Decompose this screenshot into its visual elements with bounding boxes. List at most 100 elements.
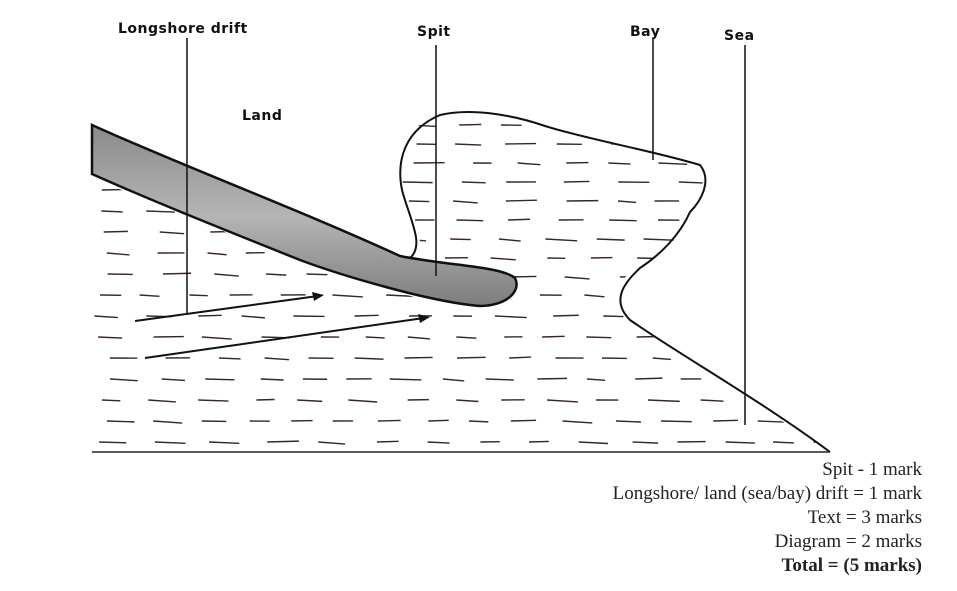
water-dash: [376, 440, 399, 443]
water-dash: [553, 314, 579, 317]
mark-total: Total = (5 marks): [781, 555, 923, 576]
water-dash: [709, 144, 740, 145]
water-dash: [201, 336, 232, 340]
mark-line: Diagram = 2 marks: [774, 531, 922, 552]
water-dash: [264, 357, 290, 361]
water-dash: [459, 123, 482, 126]
water-dash: [682, 293, 709, 296]
water-dash: [648, 252, 680, 255]
water-dash: [365, 336, 385, 339]
water-dash: [494, 315, 527, 319]
water-dash: [827, 314, 830, 317]
water-dash: [633, 272, 660, 275]
label-bay: Bay: [630, 24, 660, 40]
mark-scheme: Spit - 1 mark Longshore/ land (sea/bay) …: [613, 458, 922, 578]
water-dash: [205, 378, 235, 381]
water-dash: [154, 441, 186, 444]
water-dash: [790, 294, 814, 297]
water-dash: [94, 315, 118, 319]
water-dash: [617, 200, 637, 204]
water-dash: [509, 356, 532, 359]
water-dash: [490, 257, 516, 261]
water-dash: [632, 441, 659, 444]
water-dash: [536, 273, 561, 277]
water-dash: [693, 315, 715, 318]
water-dash: [297, 399, 323, 403]
water-dash: [517, 162, 541, 166]
water-dash: [772, 441, 794, 444]
water-dash: [828, 231, 830, 235]
water-dash: [537, 377, 568, 380]
water-dash: [101, 399, 121, 402]
water-dash: [615, 420, 641, 423]
water-dash: [635, 377, 663, 380]
water-dash: [645, 315, 668, 318]
water-dash: [457, 230, 477, 233]
water-dash: [218, 357, 241, 360]
water-dash: [645, 124, 673, 128]
water-dash: [545, 238, 578, 242]
water-dash: [456, 336, 477, 339]
water-dash: [757, 420, 785, 423]
water-dash: [110, 378, 138, 382]
water-dash: [649, 209, 676, 212]
water-dash: [432, 189, 464, 193]
water-dash: [531, 210, 562, 214]
water-dash: [652, 357, 671, 361]
water-dash: [377, 419, 401, 422]
water-dash: [609, 219, 637, 222]
water-dash: [647, 399, 680, 403]
bay-coastline: [399, 111, 831, 453]
water-dash: [139, 294, 160, 297]
mark-line: Text = 3 marks: [807, 507, 922, 528]
water-dash: [404, 356, 433, 359]
water-dash: [603, 315, 624, 318]
water-dash: [592, 210, 623, 214]
label-spit: Spit: [417, 24, 451, 40]
water-dash: [542, 335, 565, 338]
water-dash: [713, 419, 738, 422]
water-dash: [502, 231, 532, 235]
water-dash: [209, 441, 240, 444]
water-dash: [452, 200, 478, 204]
water-dash: [762, 252, 782, 256]
water-dash: [539, 252, 571, 256]
water-dash: [389, 378, 422, 381]
water-dash: [189, 294, 208, 297]
water-dash: [402, 181, 433, 184]
drift-arrow-2: [144, 314, 430, 359]
water-dash: [450, 238, 471, 241]
drift-arrow-1: [134, 292, 324, 322]
water-dash: [684, 257, 706, 261]
water-dash: [733, 377, 752, 380]
water-dash: [725, 441, 756, 444]
water-dash: [498, 238, 521, 242]
water-dash: [694, 357, 723, 361]
water-dash: [598, 230, 624, 233]
water-dash: [794, 209, 826, 212]
water-dash: [428, 252, 460, 255]
water-dash: [146, 210, 175, 213]
water-dash: [528, 189, 553, 192]
water-dash: [643, 238, 674, 241]
water-dash: [785, 231, 805, 234]
water-dash: [815, 273, 830, 277]
water-dash: [98, 336, 123, 339]
water-dash: [455, 143, 482, 146]
water-dash: [663, 276, 695, 280]
water-dash: [678, 181, 703, 184]
water-dash: [99, 441, 127, 444]
water-dash: [256, 398, 275, 401]
water-dash: [153, 420, 183, 424]
water-dash: [546, 399, 578, 403]
water-dash: [693, 124, 706, 128]
water-dash: [161, 378, 186, 382]
bay-water-dashes: [402, 123, 740, 280]
water-dash: [485, 378, 514, 381]
mark-line: Spit - 1 mark: [822, 459, 922, 480]
mark-line: Longshore/ land (sea/bay) drift = 1 mark: [612, 483, 922, 504]
water-dash: [507, 218, 530, 221]
water-dash: [734, 230, 762, 233]
water-dash: [631, 294, 661, 297]
